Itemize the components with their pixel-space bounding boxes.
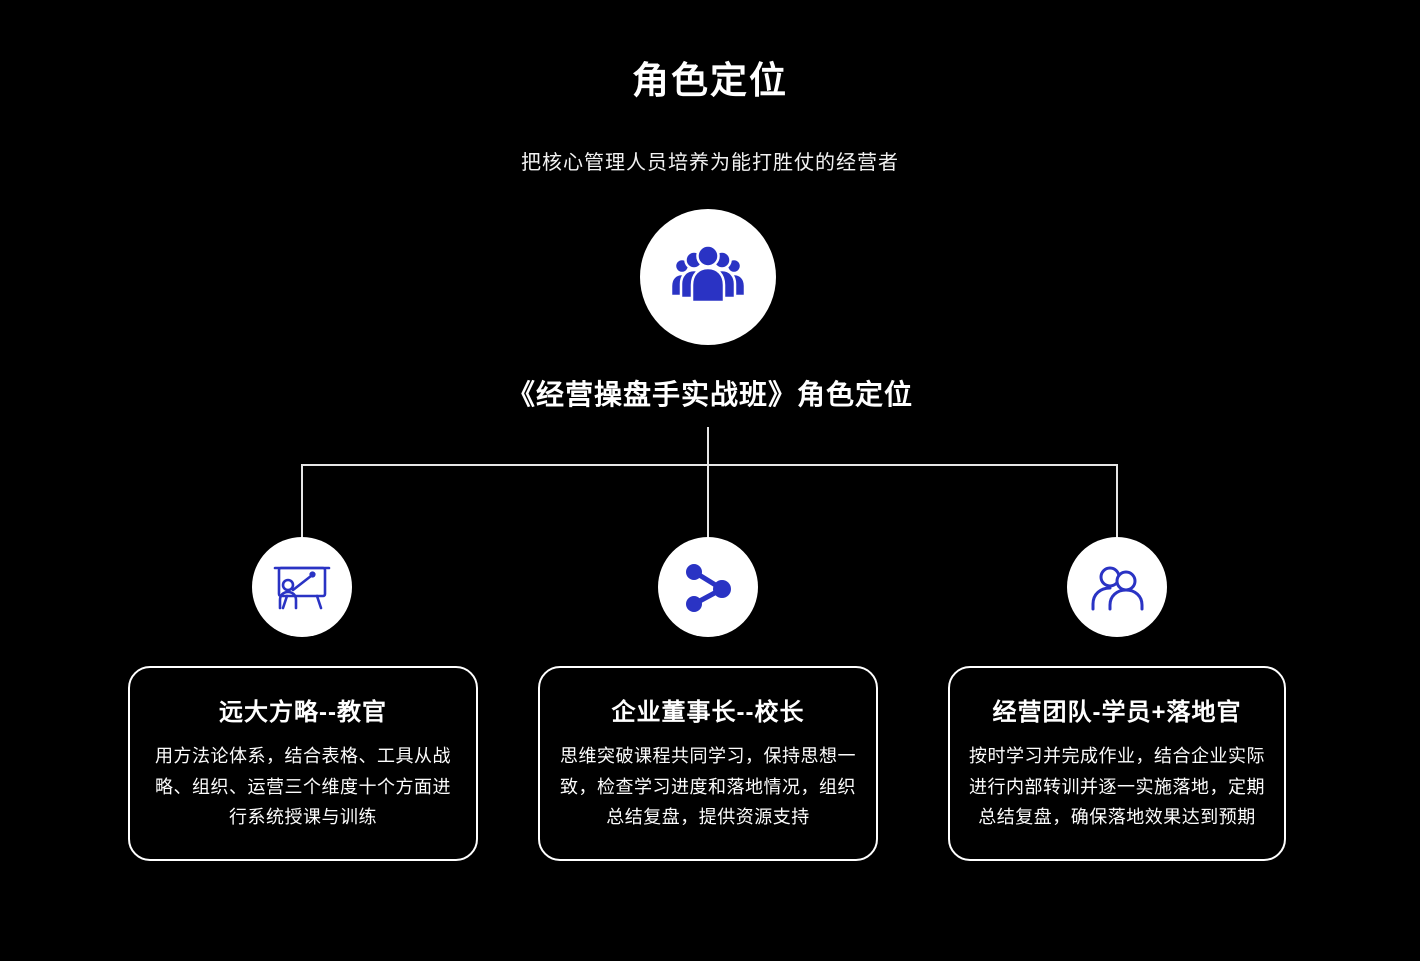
role-card-chairman: 企业董事长--校长 思维突破课程共同学习，保持思想一致，检查学习进度和落地情况，… xyxy=(538,666,878,861)
node-circle-left xyxy=(252,537,352,637)
role-title: 远大方略--教官 xyxy=(219,699,387,726)
connector-drop-mid xyxy=(707,464,709,538)
role-title: 企业董事长--校长 xyxy=(611,699,805,726)
role-description: 思维突破课程共同学习，保持思想一致，检查学习进度和落地情况，组织总结复盘，提供资… xyxy=(560,746,856,828)
share-network-icon xyxy=(680,559,736,615)
diagram-title: 《经营操盘手实战班》角色定位 xyxy=(506,379,913,410)
role-title: 经营团队-学员+落地官 xyxy=(992,699,1242,726)
people-outline-icon xyxy=(1088,561,1146,613)
role-description: 用方法论体系，结合表格、工具从战略、组织、运营三个维度十个方面进行系统授课与训练 xyxy=(155,746,451,828)
connector-horizontal xyxy=(301,464,1118,466)
connector-drop-left xyxy=(301,464,303,538)
connector-stem xyxy=(707,427,709,465)
connector-drop-right xyxy=(1116,464,1118,538)
page-title: 角色定位 xyxy=(632,60,788,101)
team-group-icon xyxy=(668,240,748,314)
node-circle-middle xyxy=(658,537,758,637)
node-circle-right xyxy=(1067,537,1167,637)
role-card-team: 经营团队-学员+落地官 按时学习并完成作业，结合企业实际进行内部转训并逐一实施落… xyxy=(948,666,1286,861)
presenter-board-icon xyxy=(273,560,331,614)
role-card-instructor: 远大方略--教官 用方法论体系，结合表格、工具从战略、组织、运营三个维度十个方面… xyxy=(128,666,478,861)
hub-circle xyxy=(640,209,776,345)
page-subtitle: 把核心管理人员培养为能打胜仗的经营者 xyxy=(521,152,899,174)
role-description: 按时学习并完成作业，结合企业实际进行内部转训并逐一实施落地，定期总结复盘，确保落… xyxy=(969,746,1265,828)
